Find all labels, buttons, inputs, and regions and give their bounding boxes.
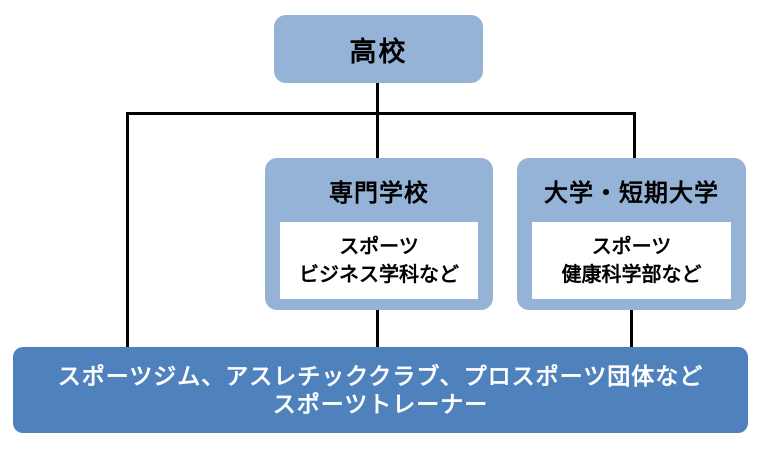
node-career-line2: スポーツトレーナー [272,391,489,417]
connector-to-vocational [376,112,379,160]
node-university-detail-line2: 健康科学部など [561,263,702,286]
node-vocational-detail-line1: スポーツ [339,235,419,258]
node-highschool-label: 高校 [349,36,408,67]
connector-university-to-career [630,308,633,349]
node-highschool: 高校 [274,15,483,83]
node-career: スポーツジム、アスレチッククラブ、プロスポーツ団体など スポーツトレーナー [13,347,748,433]
connector-highschool-stem [376,83,379,115]
node-university: 大学・短期大学 スポーツ 健康科学部など [517,158,746,310]
node-vocational-detail: スポーツ ビジネス学科など [280,222,478,299]
node-university-detail-line1: スポーツ [591,235,672,258]
connector-horizontal-branch [126,112,636,115]
connector-left-direct-line [126,112,129,349]
connector-to-university [633,112,636,160]
node-vocational: 専門学校 スポーツ ビジネス学科など [265,158,493,310]
node-vocational-detail-line2: ビジネス学科など [299,263,459,286]
node-university-title: 大学・短期大学 [544,179,719,207]
node-university-detail: スポーツ 健康科学部など [532,222,731,299]
node-career-line1: スポーツジム、アスレチッククラブ、プロスポーツ団体など [57,363,704,389]
node-vocational-title: 専門学校 [329,179,429,207]
connector-vocational-to-career [376,308,379,349]
